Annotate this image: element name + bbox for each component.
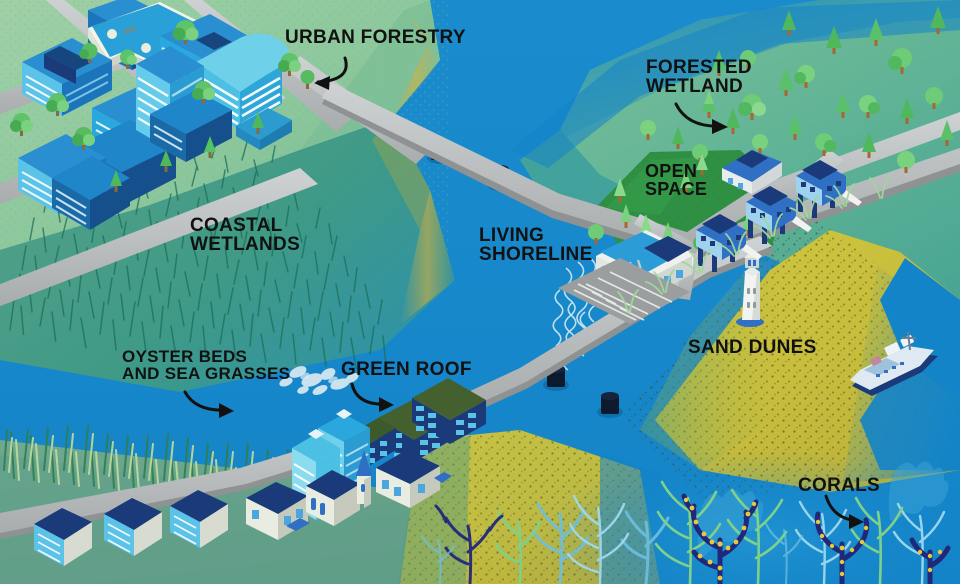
forested-wetland-trees xyxy=(640,6,954,173)
cargo-vessel xyxy=(850,331,938,396)
tree xyxy=(836,92,850,118)
tree xyxy=(815,133,836,156)
village-house xyxy=(170,490,228,548)
village-houses xyxy=(34,450,452,566)
tree xyxy=(79,43,98,63)
tree xyxy=(740,50,756,70)
shoreline-facility xyxy=(558,230,694,324)
tree xyxy=(614,178,626,202)
tree xyxy=(826,26,842,54)
tree xyxy=(888,48,912,74)
tree xyxy=(752,134,768,154)
arrow-oyster-beds xyxy=(183,390,234,418)
ne-house xyxy=(722,150,782,194)
oyster-beds xyxy=(279,366,359,395)
label-green-roof: GREEN ROOF xyxy=(341,359,472,380)
coastal-wetlands-area xyxy=(0,118,455,392)
label-coastal-wetlands: COASTAL WETLANDS xyxy=(190,215,301,256)
mid-block-d xyxy=(52,156,130,230)
label-sand-dunes: SAND DUNES xyxy=(688,337,817,358)
tree xyxy=(204,136,216,158)
tree xyxy=(192,81,215,104)
office-block-2 xyxy=(44,46,92,84)
arrow-corals xyxy=(824,494,864,529)
label-oyster-beds: OYSTER BEDS AND SEA GRASSES xyxy=(122,347,291,384)
green-roof-buildings xyxy=(344,378,486,470)
tree xyxy=(859,95,880,118)
tree xyxy=(778,68,794,96)
stilt-house xyxy=(796,160,862,218)
tree xyxy=(278,53,301,76)
tree xyxy=(680,170,692,194)
village-house xyxy=(376,450,452,508)
tree xyxy=(72,127,95,150)
tree xyxy=(862,132,876,158)
tree xyxy=(620,204,632,228)
label-corals: CORALS xyxy=(798,475,881,496)
tree xyxy=(252,112,264,134)
tree xyxy=(588,224,604,244)
label-urban-forestry: URBAN FORESTRY xyxy=(285,27,466,48)
road-nw-3 xyxy=(0,168,318,307)
tree xyxy=(738,94,766,120)
tree xyxy=(640,120,656,140)
tree xyxy=(300,70,315,89)
tree xyxy=(110,170,122,192)
tree xyxy=(10,113,33,136)
arrow-forested-wetland xyxy=(674,102,728,134)
tree xyxy=(120,49,137,69)
coral-reef xyxy=(421,450,960,584)
tree xyxy=(794,65,815,88)
arrow-urban-forestry xyxy=(314,56,348,90)
arrow-green-roof xyxy=(350,382,394,412)
callout-arrows xyxy=(183,56,864,529)
tree xyxy=(46,93,69,116)
lshape-block xyxy=(150,90,232,162)
navy-seafan xyxy=(434,504,504,584)
tree xyxy=(160,150,172,172)
tree xyxy=(702,90,716,118)
stilt-houses xyxy=(696,160,862,272)
tree xyxy=(712,50,726,76)
stilt-house xyxy=(746,186,812,244)
lighthouse xyxy=(736,250,764,327)
tree xyxy=(788,114,802,140)
tree xyxy=(930,6,946,34)
tree xyxy=(897,151,915,173)
tree xyxy=(726,108,740,134)
tree xyxy=(672,126,684,149)
tree xyxy=(925,87,943,109)
label-open-space: OPEN SPACE xyxy=(645,161,708,200)
stilt-house xyxy=(696,214,762,272)
coral-polyps xyxy=(683,497,943,581)
tree xyxy=(940,120,954,146)
church xyxy=(306,450,372,526)
label-living-shoreline: LIVING SHORELINE xyxy=(479,225,593,266)
tree xyxy=(172,20,199,44)
tree xyxy=(696,154,708,175)
urban-trees xyxy=(10,20,315,192)
village-house xyxy=(246,482,310,540)
village-house xyxy=(104,498,162,556)
tree xyxy=(782,10,796,36)
tree xyxy=(900,98,914,124)
green-roof-building xyxy=(412,378,486,444)
label-forested-wetland: FORESTED WETLAND xyxy=(646,57,752,98)
village-house xyxy=(34,508,92,566)
tree xyxy=(868,18,884,46)
